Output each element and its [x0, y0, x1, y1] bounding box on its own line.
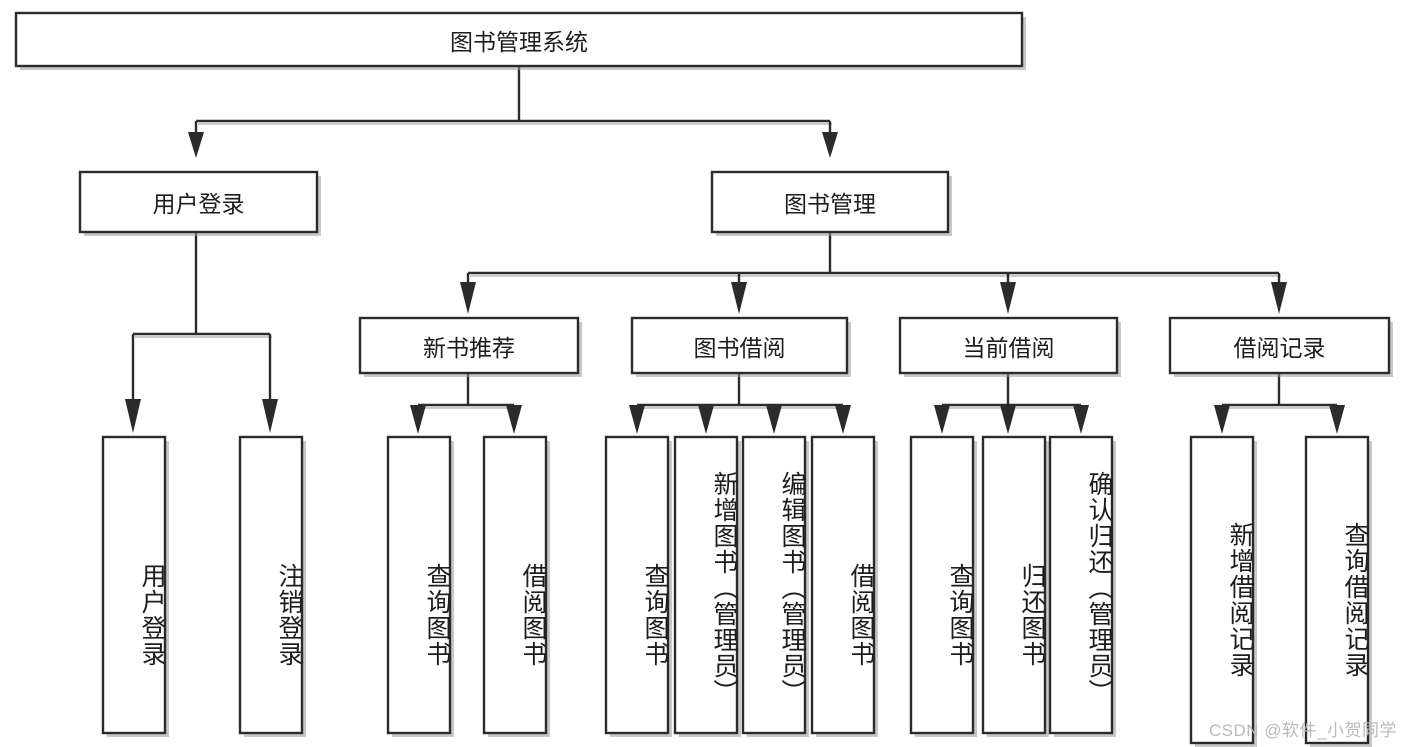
arrow-head-leaf-edit-book [766, 405, 782, 434]
book-manage-box[interactable] [710, 170, 950, 234]
arrow-head-leaf-add-record [1214, 405, 1230, 434]
leaf-query-book-3-box[interactable] [909, 435, 975, 735]
leaf-user-login-box[interactable] [101, 435, 167, 735]
borrow-record-box[interactable] [1168, 316, 1391, 375]
edge-group-root-to-level2 [188, 66, 838, 158]
edge-group-user-login-to-leaves [125, 232, 278, 433]
arrow-head-leaf-query-book-1 [410, 405, 426, 434]
edge-group-book-manage-to-level3 [460, 232, 1287, 314]
book-borrow-box[interactable] [630, 316, 849, 375]
leaf-query-record-box[interactable] [1304, 435, 1370, 745]
arrow-head-leaf-query-book-2 [629, 405, 645, 434]
leaf-return-book-box[interactable] [981, 435, 1047, 735]
arrow-head-user-login [188, 132, 204, 158]
arrow-head-leaf-add-book [698, 405, 714, 434]
leaf-add-record-box[interactable] [1189, 435, 1255, 745]
arrow-head-borrow-record [1271, 282, 1287, 314]
leaf-add-book-box[interactable] [673, 435, 739, 735]
arrow-head-leaf-user-logout [262, 399, 278, 433]
edge-group-book-borrow-to-leaves [629, 373, 851, 434]
edge-group-current-borrow-to-leaves [934, 373, 1089, 434]
arrow-head-new-book-recommend [460, 282, 476, 314]
node-box-group [14, 11, 1393, 747]
arrow-head-current-borrow [1000, 282, 1016, 314]
arrow-head-leaf-query-book-3 [934, 405, 950, 434]
new-book-recommend-box[interactable] [358, 316, 580, 375]
arrow-head-leaf-borrow-book-1 [506, 405, 522, 434]
leaf-edit-book-box[interactable] [741, 435, 807, 735]
arrow-head-leaf-borrow-book-2 [835, 405, 851, 434]
arrow-head-leaf-query-record [1329, 405, 1345, 434]
leaf-borrow-book-1-box[interactable] [482, 435, 548, 735]
csdn-watermark: CSDN @软件_小贺同学 [1208, 721, 1397, 740]
edge-group-borrow-record-to-leaves [1214, 373, 1345, 434]
leaf-query-book-1-box[interactable] [386, 435, 452, 735]
arrow-head-book-borrow [731, 282, 747, 314]
arrow-head-leaf-confirm-return [1073, 405, 1089, 434]
user-login-box[interactable] [78, 170, 319, 234]
leaf-confirm-return-box[interactable] [1048, 435, 1114, 735]
leaf-query-book-2-box[interactable] [604, 435, 670, 735]
edge-group-new-book-recommend-to-leaves [410, 373, 522, 434]
leaf-user-logout-box[interactable] [238, 435, 304, 735]
root-box[interactable] [14, 11, 1024, 68]
current-borrow-box[interactable] [898, 316, 1119, 375]
leaf-borrow-book-2-box[interactable] [810, 435, 876, 735]
arrow-head-leaf-return-book [1000, 405, 1016, 434]
arrow-head-book-manage [822, 132, 838, 158]
arrow-head-leaf-user-login [125, 399, 141, 433]
